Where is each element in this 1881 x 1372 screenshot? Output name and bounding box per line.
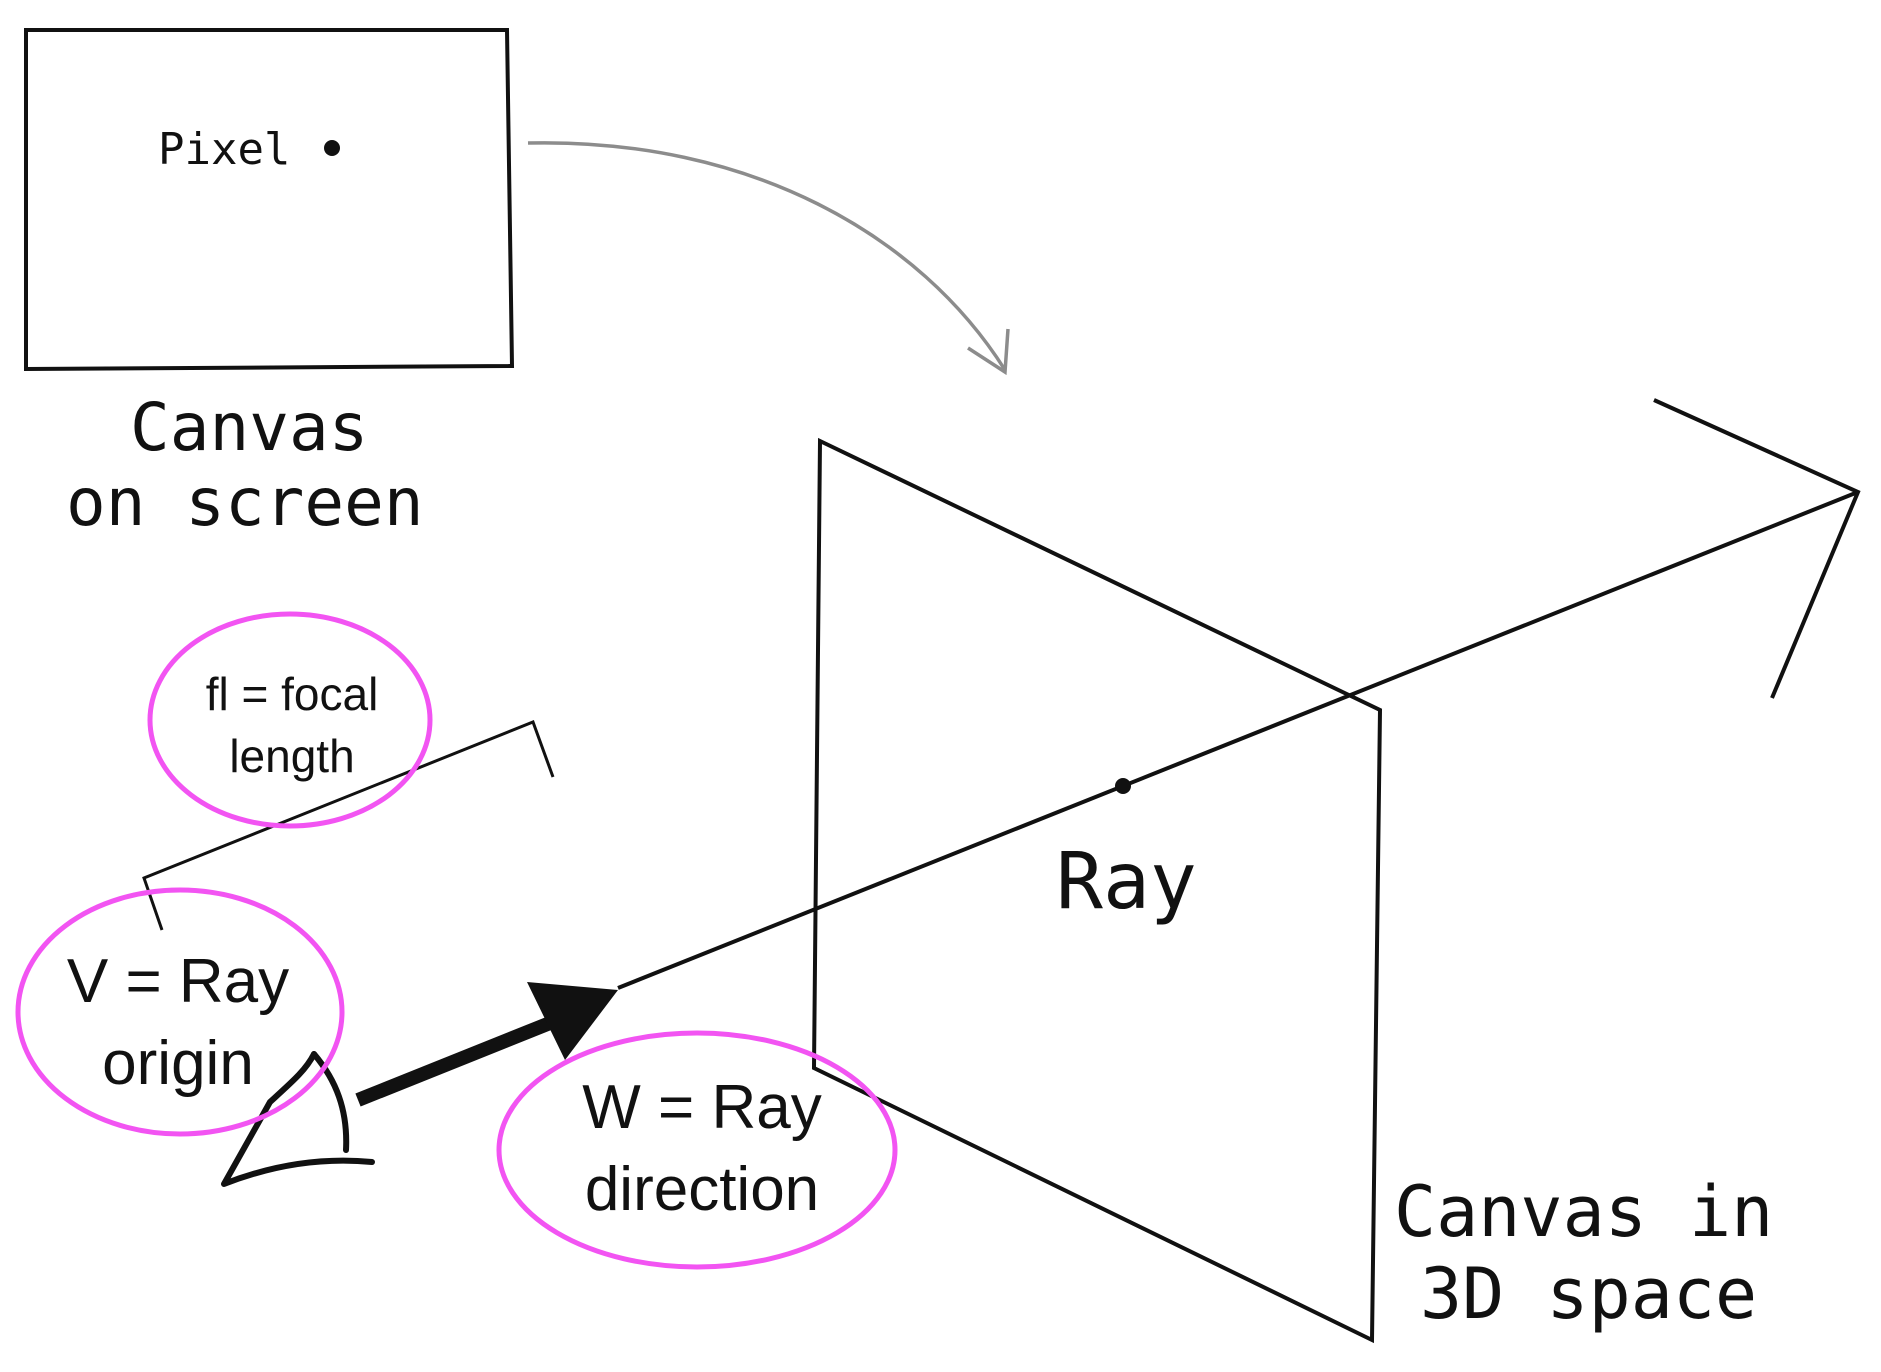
ray-direction-highlight [496,1030,898,1270]
mapping-arrow [527,141,1007,371]
3d-canvas-caption-line2: 3D space [1420,1253,1757,1335]
pixel-dot [324,140,340,156]
ray-origin-label-line2: origin [102,1029,254,1098]
focal-length-bracket [142,720,555,931]
screen-canvas-rectangle [24,28,515,372]
screen-canvas-caption-line1: Canvas [130,389,368,466]
3d-canvas-caption-line1: Canvas in [1394,1171,1773,1253]
ray-direction-arrowhead [527,982,618,1060]
screen-canvas-caption-line2: on screen [66,464,424,541]
eye-icon [221,1051,375,1187]
3d-canvas-plane [811,437,1383,1344]
ray-line [617,490,1859,990]
focal-length-highlight [147,611,433,829]
ray-pixel-dot [1115,778,1131,794]
focal-length-label-line1: fl = focal [206,668,379,720]
ray-direction-arrow-shaft [355,1014,558,1107]
ray-label: Ray [1056,837,1197,927]
ray-origin-label-line1: V = Ray [67,947,289,1016]
ray-direction-label-line1: W = Ray [582,1073,821,1142]
ray-arrowhead [1653,398,1861,699]
ray-direction-label-line2: direction [585,1155,819,1224]
focal-length-label-line2: length [229,730,354,782]
mapping-arrowhead [967,328,1010,376]
ray-origin-highlight [15,887,345,1137]
pixel-label: Pixel [158,124,290,175]
